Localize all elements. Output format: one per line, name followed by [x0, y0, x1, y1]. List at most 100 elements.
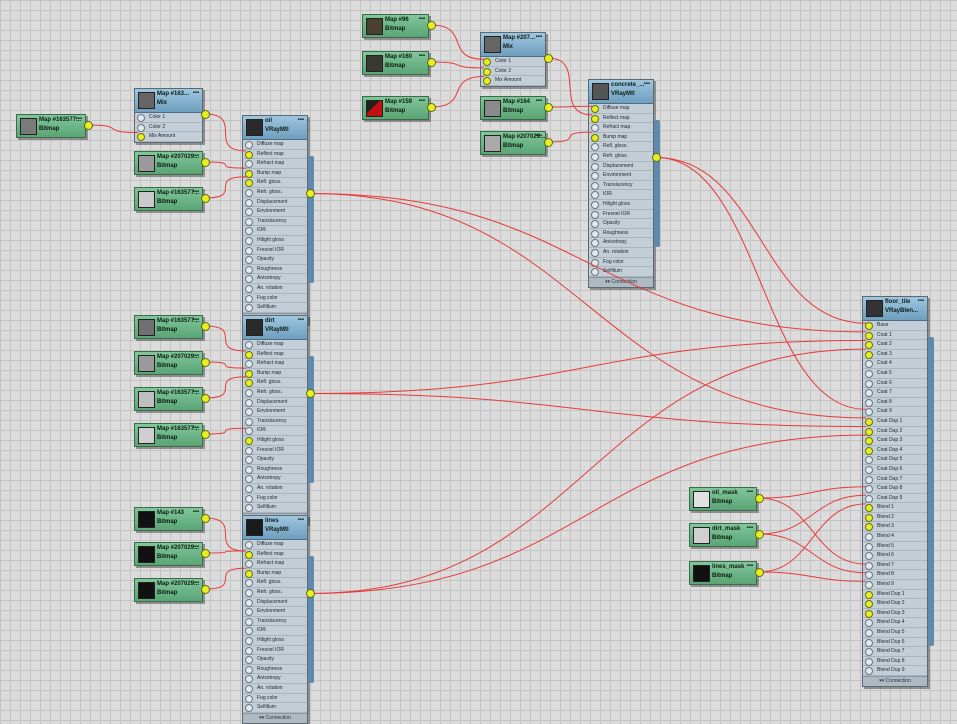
input-socket[interactable] [591, 239, 599, 248]
input-slot[interactable]: Color 2 [481, 66, 545, 77]
input-slot[interactable]: Diffuse map [243, 340, 307, 350]
input-slot[interactable]: Blend 8 [863, 570, 927, 581]
input-slot[interactable]: Mix Amount [481, 76, 545, 86]
input-slot[interactable]: Coat Dup 6 [863, 464, 927, 475]
input-socket[interactable] [245, 541, 253, 549]
input-socket[interactable] [865, 590, 873, 599]
input-slot[interactable]: Fresnel IOR [589, 209, 653, 220]
input-socket[interactable] [865, 437, 873, 446]
output-socket[interactable] [427, 21, 436, 30]
node-header[interactable]: Map #207029...Bitmap▪▪▪ [135, 152, 202, 174]
input-slot[interactable]: Translucency [243, 616, 307, 627]
input-slot[interactable]: Opacity [243, 655, 307, 665]
input-slot[interactable]: Hilight gloss [243, 435, 307, 446]
input-socket[interactable] [245, 656, 253, 665]
input-slot[interactable]: Blend 2 [863, 512, 927, 523]
input-socket[interactable] [245, 179, 253, 188]
pin-icon[interactable]: ▪▪▪ [418, 98, 425, 104]
node-map207e[interactable]: Map #207029...Bitmap▪▪▪ [134, 578, 203, 602]
input-slot[interactable]: Refl. gloss. [243, 578, 307, 588]
output-socket[interactable] [201, 110, 210, 119]
input-socket[interactable] [245, 646, 253, 655]
input-socket[interactable] [245, 246, 253, 255]
input-slot[interactable]: Environment [243, 407, 307, 417]
input-socket[interactable] [245, 408, 253, 417]
input-socket[interactable] [245, 675, 253, 684]
input-socket[interactable] [245, 608, 253, 617]
input-socket[interactable] [865, 350, 873, 359]
input-slot[interactable]: Coat Dup 2 [863, 426, 927, 437]
input-slot[interactable]: Diffuse map [243, 140, 307, 150]
input-socket[interactable] [865, 581, 873, 590]
input-socket[interactable] [137, 133, 145, 142]
input-slot[interactable]: Displacement [243, 397, 307, 408]
input-slot[interactable]: Coat 2 [863, 340, 927, 350]
connection-footer[interactable]: ▾▾ Connection [243, 712, 307, 723]
input-slot[interactable]: Coat 4 [863, 359, 927, 369]
input-socket[interactable] [591, 268, 599, 277]
input-slot[interactable]: Blend Dup 8 [863, 656, 927, 667]
input-socket[interactable] [245, 294, 253, 303]
pin-icon[interactable]: ▪▪▪ [418, 53, 425, 59]
input-socket[interactable] [245, 494, 253, 503]
input-slot[interactable]: Environment [243, 207, 307, 217]
input-socket[interactable] [591, 152, 599, 161]
pin-icon[interactable]: ▪▪▪ [192, 389, 199, 395]
output-socket[interactable] [201, 514, 210, 523]
pin-icon[interactable]: ▪▪▪ [535, 34, 542, 40]
input-slot[interactable]: Coat Dup 3 [863, 436, 927, 446]
input-socket[interactable] [865, 609, 873, 618]
input-socket[interactable] [865, 504, 873, 513]
input-slot[interactable]: Roughness [243, 264, 307, 275]
input-socket[interactable] [245, 360, 253, 369]
output-bar[interactable] [308, 356, 314, 483]
input-socket[interactable] [865, 619, 873, 628]
input-socket[interactable] [865, 446, 873, 455]
input-slot[interactable]: Refr. gloss. [243, 587, 307, 598]
input-slot[interactable]: Blend Dup 9 [863, 666, 927, 676]
input-socket[interactable] [865, 542, 873, 551]
node-header[interactable]: Map #163577...Bitmap▪▪▪ [17, 115, 85, 137]
pin-icon[interactable]: ▪▪▪ [297, 517, 304, 523]
input-slot[interactable]: IOR [243, 426, 307, 436]
input-slot[interactable]: Opacity [243, 255, 307, 265]
pin-icon[interactable]: ▪▪▪ [192, 580, 199, 586]
input-socket[interactable] [245, 256, 253, 265]
input-slot[interactable]: Bump map [243, 568, 307, 579]
input-slot[interactable]: Bump map [589, 132, 653, 143]
input-slot[interactable]: Blend Dup 7 [863, 647, 927, 657]
input-socket[interactable] [591, 143, 599, 152]
pin-icon[interactable]: ▪▪▪ [297, 317, 304, 323]
input-socket[interactable] [591, 105, 599, 113]
input-socket[interactable] [245, 350, 253, 359]
node-header[interactable]: Map #207029...Bitmap▪▪▪ [135, 352, 202, 374]
input-slot[interactable]: Displacement [243, 597, 307, 608]
pin-icon[interactable]: ▪▪▪ [192, 353, 199, 359]
input-slot[interactable]: Translucency [589, 180, 653, 191]
input-socket[interactable] [865, 513, 873, 522]
input-socket[interactable] [865, 600, 873, 609]
input-slot[interactable]: An. rotation [243, 683, 307, 694]
input-socket[interactable] [245, 504, 253, 513]
node-header[interactable]: Map #207...Mix▪▪▪ [481, 33, 545, 57]
input-slot[interactable]: Reflect map [589, 113, 653, 124]
input-slot[interactable]: Blend 6 [863, 551, 927, 561]
pin-icon[interactable]: ▪▪▪ [192, 509, 199, 515]
input-slot[interactable]: Blend 1 [863, 503, 927, 513]
input-slot[interactable]: Blend Dup 1 [863, 589, 927, 600]
output-socket[interactable] [427, 103, 436, 112]
input-slot[interactable]: Bump map [243, 368, 307, 379]
input-socket[interactable] [865, 360, 873, 369]
